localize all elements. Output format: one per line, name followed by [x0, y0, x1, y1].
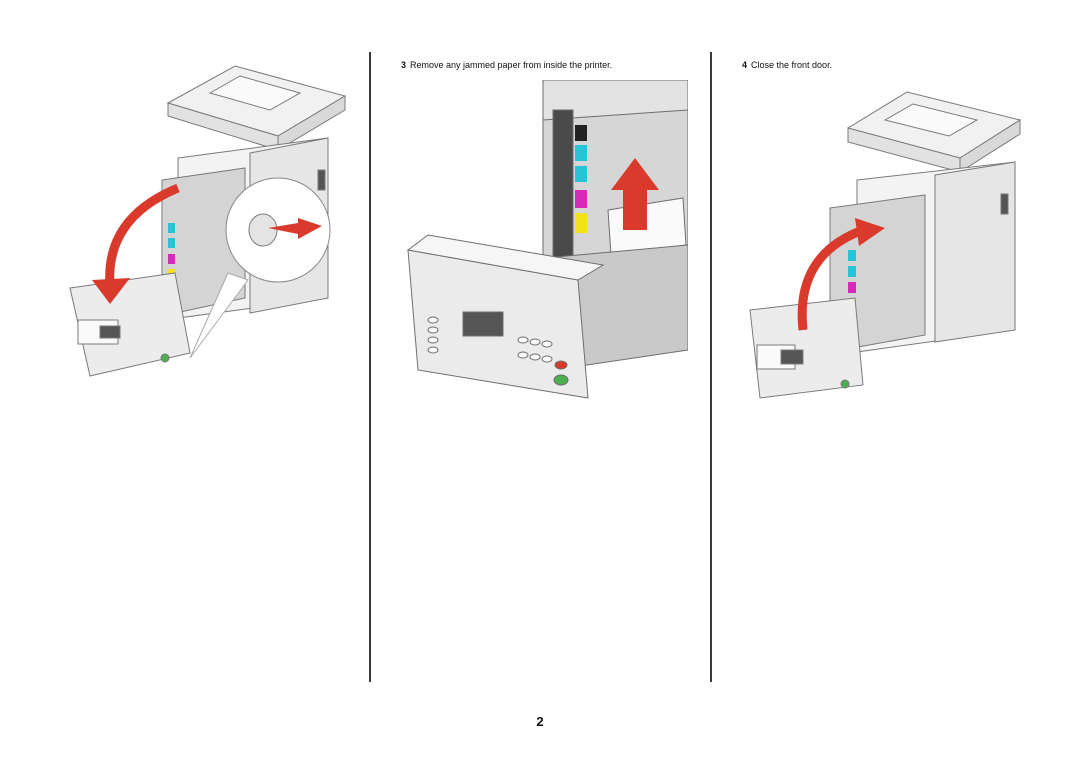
column-divider-left [369, 52, 371, 682]
printer-jammed-paper-illustration [406, 80, 688, 399]
printer-close-door-illustration [749, 91, 1022, 399]
step-text: Close the front door. [751, 60, 833, 70]
printer-open-door-illustration [69, 65, 347, 377]
step-number: 4 [742, 60, 748, 70]
step-text: Remove any jammed paper from inside the … [410, 60, 613, 70]
column-divider-right [710, 52, 712, 682]
step-number: 3 [401, 60, 407, 70]
page-number: 2 [536, 714, 544, 729]
